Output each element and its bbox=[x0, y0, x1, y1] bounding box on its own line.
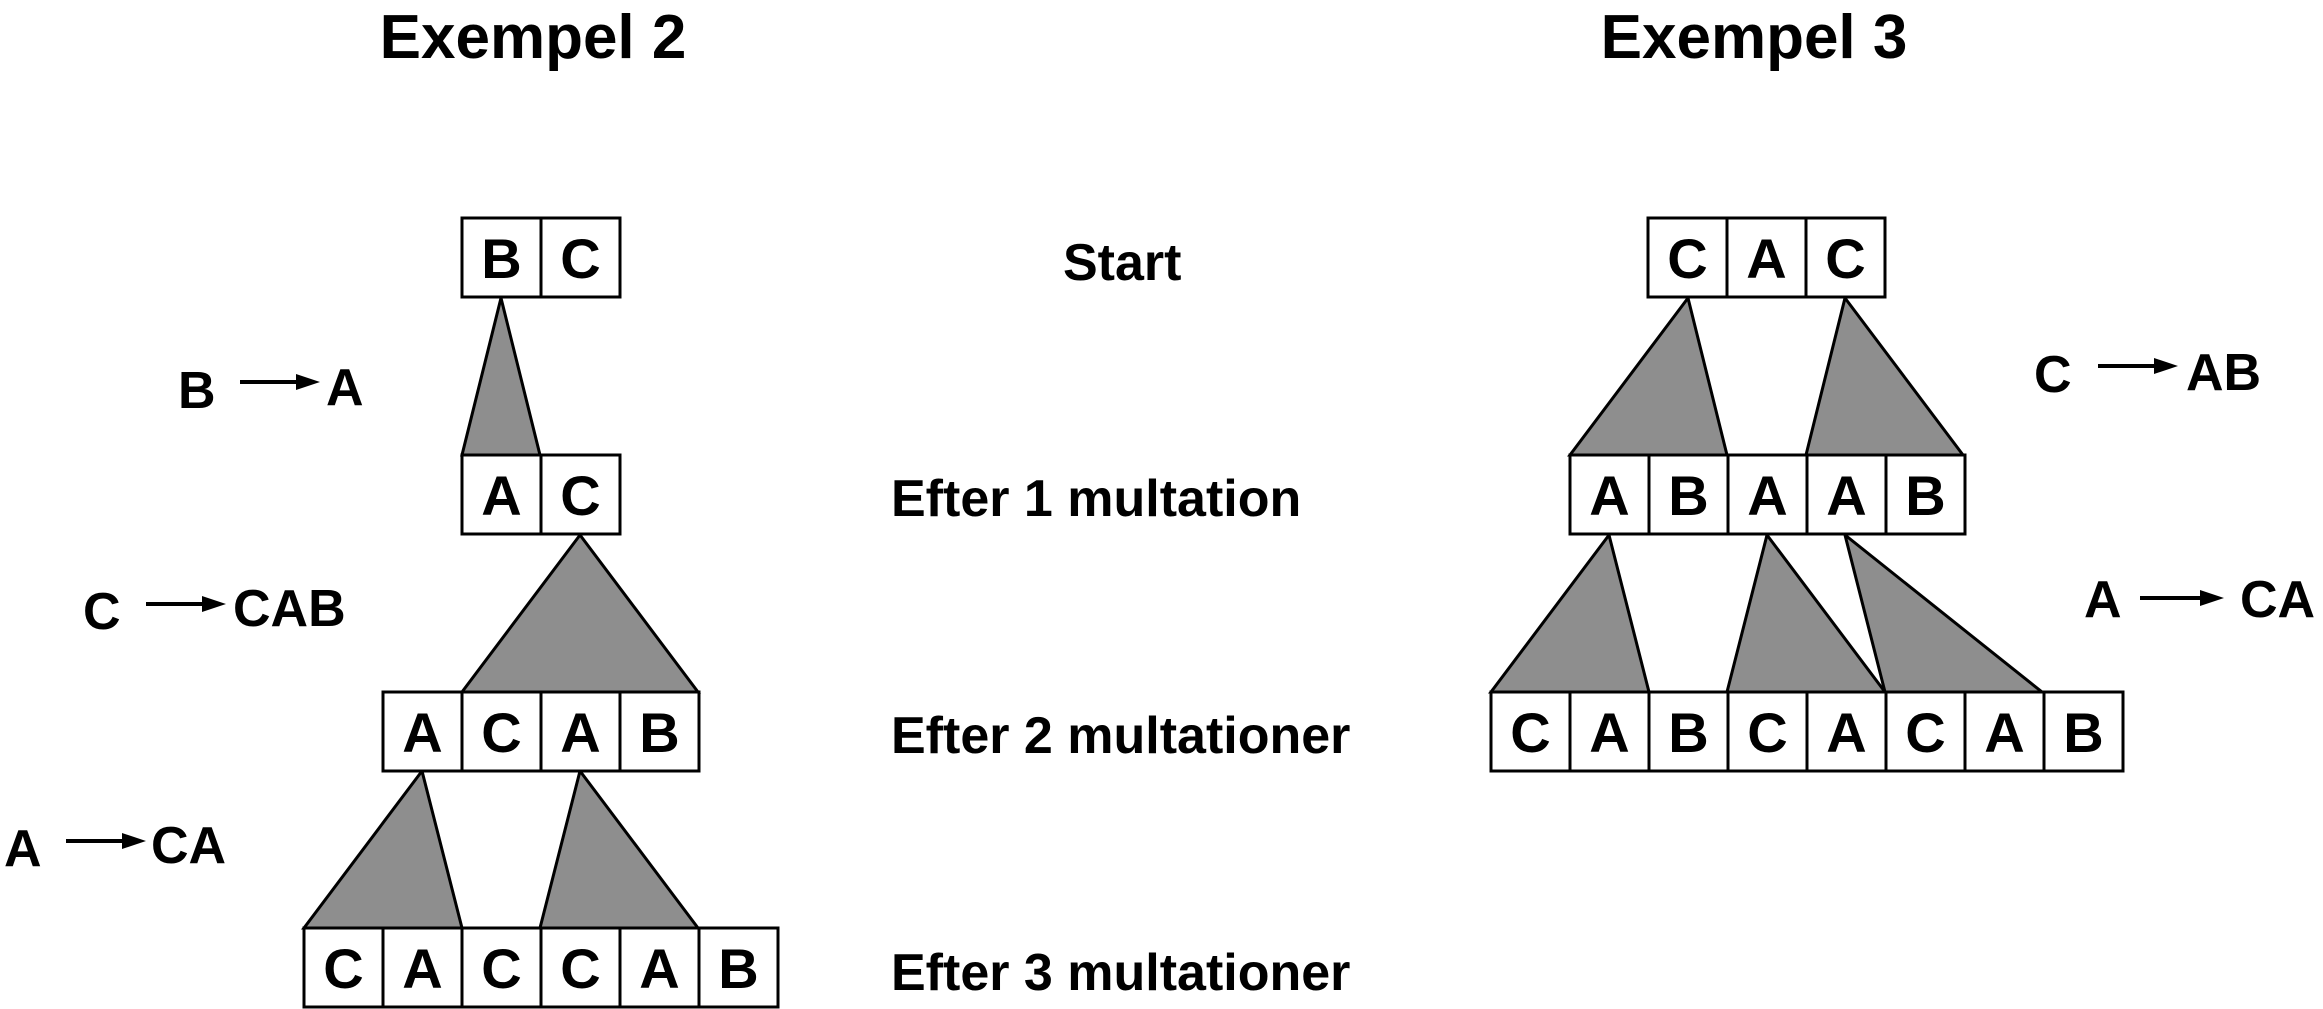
example-2-rule-a-to-ca: A CA bbox=[4, 817, 226, 878]
stage-label-after-2: Efter 2 multationer bbox=[891, 707, 1350, 765]
cell-letter: B bbox=[718, 937, 758, 1000]
cell-letter: C bbox=[1510, 701, 1550, 764]
cell bbox=[1647, 453, 1730, 536]
stage-label-start: Start bbox=[1063, 234, 1181, 292]
example-3-row-after-1: A B A A B bbox=[1568, 453, 1967, 536]
cell bbox=[618, 926, 701, 1009]
cell bbox=[460, 690, 543, 773]
expansion-triangle bbox=[1487, 531, 1651, 694]
cell-letter: A bbox=[402, 937, 442, 1000]
cell-letter: C bbox=[481, 701, 521, 764]
rule-from: B bbox=[178, 362, 216, 420]
cell-letter: C bbox=[481, 937, 521, 1000]
expansion-triangle bbox=[460, 297, 542, 457]
cell-letter: A bbox=[639, 937, 679, 1000]
rule-to: CAB bbox=[233, 580, 346, 638]
rule-arrowhead-icon bbox=[296, 374, 320, 390]
example-3-rule-a-to-ca: A CA bbox=[2084, 571, 2315, 629]
example-2-row-after-2: A C A B bbox=[381, 690, 701, 773]
cell-letter: C bbox=[560, 464, 600, 527]
cell-letter: A bbox=[1826, 701, 1866, 764]
example-3-rule-c-to-ab: C AB bbox=[2034, 344, 2261, 404]
cell-letter: C bbox=[1825, 227, 1865, 290]
example-3-expansions bbox=[1487, 294, 2047, 694]
example-2-row-after-1: A C bbox=[460, 453, 622, 536]
cell bbox=[618, 690, 701, 773]
rule-from: C bbox=[2034, 346, 2072, 404]
expansion-triangle bbox=[300, 767, 464, 930]
example-2-rule-b-to-a: B A bbox=[178, 359, 364, 420]
cell-letter: A bbox=[1747, 464, 1787, 527]
cell-letter: A bbox=[1984, 701, 2024, 764]
cell-letter: C bbox=[323, 937, 363, 1000]
rule-arrowhead-icon bbox=[202, 596, 226, 612]
cell-letter: B bbox=[1668, 464, 1708, 527]
cell bbox=[539, 926, 622, 1009]
cell bbox=[1568, 453, 1651, 536]
example-2-row-start: B C bbox=[460, 216, 622, 299]
cell bbox=[1726, 453, 1809, 536]
example-2-expansions bbox=[300, 297, 702, 930]
cell-letter: C bbox=[1905, 701, 1945, 764]
cell-letter: A bbox=[1589, 464, 1629, 527]
cell bbox=[539, 690, 622, 773]
cell bbox=[1647, 690, 1730, 773]
cell-letter: C bbox=[1667, 227, 1707, 290]
cell bbox=[1726, 690, 1809, 773]
rule-to: AB bbox=[2186, 344, 2261, 402]
expansion-triangle bbox=[1566, 294, 1729, 457]
cell-letter: B bbox=[481, 227, 521, 290]
rule-from: A bbox=[2084, 571, 2122, 629]
expansion-triangle bbox=[458, 532, 702, 694]
cell bbox=[1884, 453, 1967, 536]
cell bbox=[539, 453, 622, 536]
rule-arrowhead-icon bbox=[122, 833, 146, 849]
expansion-triangle bbox=[538, 767, 702, 930]
cell bbox=[1963, 690, 2046, 773]
cell-letter: A bbox=[402, 701, 442, 764]
cell bbox=[1804, 216, 1887, 299]
cell-letter: A bbox=[481, 464, 521, 527]
rule-to: CA bbox=[2240, 571, 2315, 629]
cell-letter: C bbox=[560, 937, 600, 1000]
cell bbox=[697, 926, 780, 1009]
cell-letter: B bbox=[639, 701, 679, 764]
example-2-title: Exempel 2 bbox=[380, 3, 687, 72]
cell bbox=[2042, 690, 2125, 773]
example-3-row-start: C A C bbox=[1646, 216, 1887, 299]
cell-letter: C bbox=[1747, 701, 1787, 764]
rule-to: CA bbox=[151, 817, 226, 875]
cell bbox=[460, 926, 543, 1009]
cell-letter: C bbox=[560, 227, 600, 290]
cell bbox=[1646, 216, 1729, 299]
cell-letter: A bbox=[1826, 464, 1866, 527]
cell-letter: A bbox=[1589, 701, 1629, 764]
rule-from: A bbox=[4, 820, 42, 878]
cell bbox=[302, 926, 385, 1009]
example-2-rule-c-to-cab: C CAB bbox=[83, 580, 346, 641]
cell-letter: A bbox=[560, 701, 600, 764]
rule-arrowhead-icon bbox=[2200, 590, 2224, 606]
rule-from: C bbox=[83, 583, 121, 641]
cell-letter: B bbox=[1668, 701, 1708, 764]
cell bbox=[539, 216, 622, 299]
example-3-row-after-2: C A B C A C A B bbox=[1489, 690, 2125, 773]
cell-letter: A bbox=[1746, 227, 1786, 290]
cell-letter: B bbox=[1905, 464, 1945, 527]
cell bbox=[1805, 453, 1888, 536]
stage-label-after-1: Efter 1 multation bbox=[891, 470, 1301, 528]
example-3-title: Exempel 3 bbox=[1601, 3, 1908, 72]
expansion-triangle bbox=[1842, 531, 2047, 694]
expansion-triangle bbox=[1804, 294, 1967, 457]
cell bbox=[460, 216, 543, 299]
cell bbox=[1805, 690, 1888, 773]
cell bbox=[381, 926, 464, 1009]
example-2-row-after-3: C A C C A B bbox=[302, 926, 780, 1009]
rule-arrowhead-icon bbox=[2154, 358, 2178, 374]
rule-to: A bbox=[326, 359, 364, 417]
cell-letter: B bbox=[2063, 701, 2103, 764]
stage-label-after-3: Efter 3 multationer bbox=[891, 944, 1350, 1002]
